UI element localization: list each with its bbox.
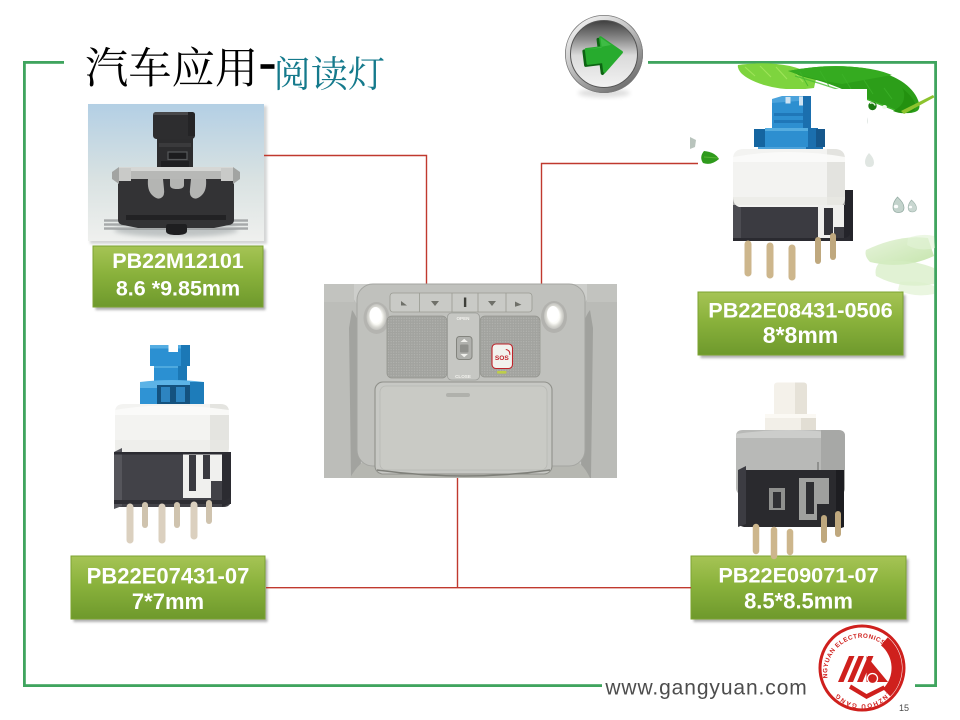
svg-text:8*8mm: 8*8mm <box>763 322 838 348</box>
svg-text:PB22E09071-07: PB22E09071-07 <box>718 563 878 588</box>
svg-text:8.5*8.5mm: 8.5*8.5mm <box>744 589 853 614</box>
svg-text:7*7mm: 7*7mm <box>132 589 204 614</box>
svg-text:OPEN: OPEN <box>456 316 470 321</box>
svg-text:www.gangyuan.com: www.gangyuan.com <box>604 677 807 700</box>
svg-text:CLOSE: CLOSE <box>455 374 471 379</box>
svg-text:PB22E07431-07: PB22E07431-07 <box>87 564 250 589</box>
svg-text:SOS: SOS <box>495 355 510 362</box>
svg-text:8.6 *9.85mm: 8.6 *9.85mm <box>116 277 240 301</box>
svg-text:PB22E08431-0506: PB22E08431-0506 <box>708 298 893 323</box>
svg-text:15: 15 <box>899 703 909 713</box>
svg-text:PB22M12101: PB22M12101 <box>112 249 244 273</box>
